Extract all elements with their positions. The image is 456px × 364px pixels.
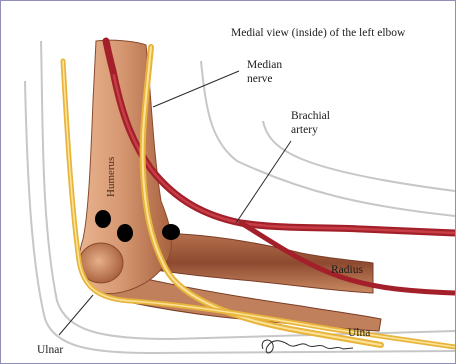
humerus-label: Humerus [105,157,117,197]
injection-mark-3 [162,224,180,240]
brachial-artery-leader [236,141,291,223]
injection-mark-2 [117,224,133,242]
median-nerve-label-line1: Median [247,59,282,71]
injection-mark-1 [95,210,111,228]
radius-label: Radius [331,264,363,276]
median-nerve-leader [153,71,239,107]
ulnar-label: Ulnar [37,344,63,356]
median-nerve-label-line2: nerve [247,73,273,85]
radius-bone [151,233,373,293]
brachial-artery-label-line1: Brachial [291,110,330,122]
brachial-artery-label-line2: artery [291,124,318,136]
ulna-label: Ulna [348,327,370,339]
diagram-title: Medial view (inside) of the left elbow [231,27,406,39]
